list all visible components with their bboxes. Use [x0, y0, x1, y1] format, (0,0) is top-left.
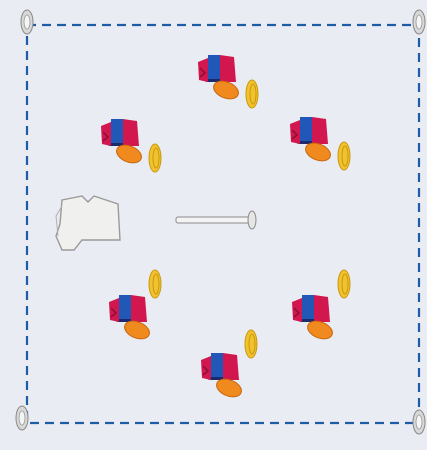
cone-icon — [15, 405, 29, 431]
cone-icon — [412, 9, 426, 35]
pitch-boundary — [25, 23, 421, 425]
player-icon — [291, 269, 351, 344]
player-icon — [200, 329, 258, 402]
cone-icon — [20, 9, 34, 35]
player-icon — [108, 269, 162, 344]
player-icon — [289, 116, 351, 171]
cone-icon — [412, 409, 426, 435]
player-icon — [100, 118, 162, 173]
pass-line-icon — [175, 210, 257, 230]
coach-shirt-icon — [55, 195, 121, 251]
player-icon — [197, 54, 259, 109]
